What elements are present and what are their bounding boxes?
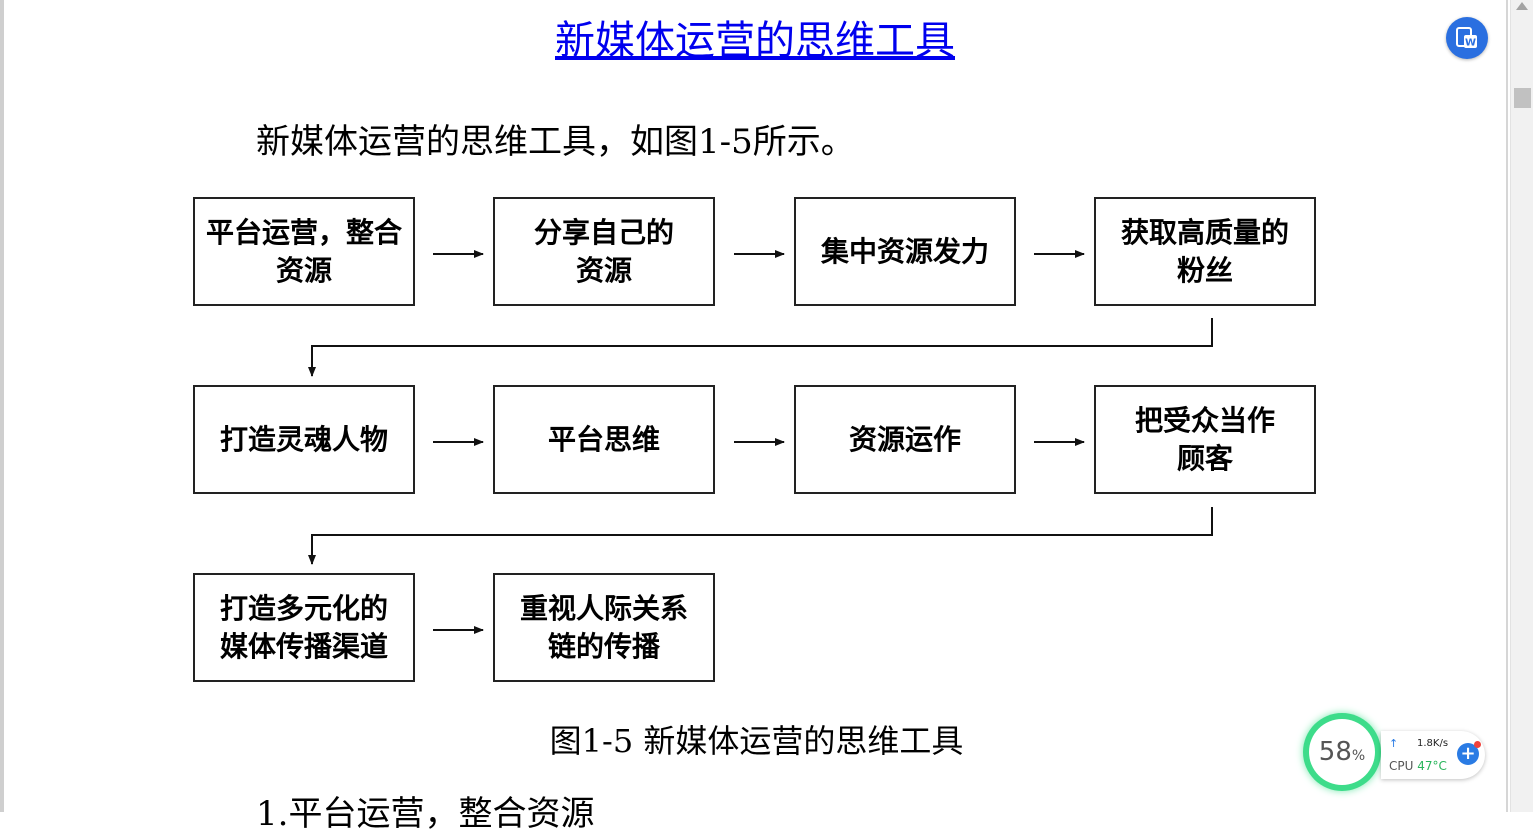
flow-box-6: 平台思维 bbox=[493, 385, 715, 494]
arrow-up-icon: ↑ bbox=[1389, 737, 1399, 750]
arrow-row2-to-row3 bbox=[308, 507, 1213, 565]
vertical-scrollbar[interactable] bbox=[1510, 0, 1533, 812]
page-left-border bbox=[0, 0, 4, 812]
memory-percent: 58 bbox=[1318, 737, 1352, 767]
flow-box-2: 分享自己的 资源 bbox=[493, 197, 715, 306]
cpu-label: CPU bbox=[1389, 759, 1414, 773]
flow-box-label: 打造多元化的 媒体传播渠道 bbox=[219, 591, 388, 663]
memory-usage-ring[interactable]: 58% bbox=[1303, 713, 1381, 791]
flow-box-8: 把受众当作 顾客 bbox=[1094, 385, 1316, 494]
monitor-panel: ↑ 1.8K/s CPU 47°C + bbox=[1381, 731, 1485, 779]
svg-text:W: W bbox=[1465, 38, 1476, 49]
cpu-temperature: 47°C bbox=[1417, 759, 1447, 773]
figure-caption: 图1-5 新媒体运营的思维工具 bbox=[549, 722, 964, 760]
scrollbar-thumb[interactable] bbox=[1514, 88, 1531, 108]
flow-box-5: 打造灵魂人物 bbox=[193, 385, 415, 494]
flow-box-10: 重视人际关系 链的传播 bbox=[493, 573, 715, 682]
cpu-readout: CPU 47°C bbox=[1389, 759, 1447, 773]
word-convert-button[interactable]: W bbox=[1446, 17, 1488, 59]
plus-icon[interactable]: + bbox=[1457, 743, 1479, 765]
flow-box-3: 集中资源发力 bbox=[794, 197, 1016, 306]
system-monitor-widget[interactable]: 58% ↑ 1.8K/s CPU 47°C + bbox=[1303, 713, 1489, 795]
flow-box-label: 平台运营，整合 资源 bbox=[205, 215, 402, 287]
flow-box-label: 重视人际关系 链的传播 bbox=[519, 591, 688, 663]
intro-paragraph: 新媒体运营的思维工具，如图1-5所示。 bbox=[256, 122, 855, 162]
memory-percent-unit: % bbox=[1351, 748, 1366, 764]
page-title-link[interactable]: 新媒体运营的思维工具 bbox=[555, 18, 955, 64]
section-heading: 1.平台运营，整合资源 bbox=[256, 794, 595, 834]
word-icon: W bbox=[1456, 27, 1477, 49]
page-right-border bbox=[1506, 0, 1508, 812]
flow-box-label: 资源运作 bbox=[848, 422, 961, 456]
flow-box-label: 分享自己的 资源 bbox=[533, 215, 674, 287]
flow-diagram-connectors bbox=[308, 250, 1213, 634]
network-speed: 1.8K/s bbox=[1417, 738, 1449, 749]
flow-box-label: 把受众当作 顾客 bbox=[1134, 403, 1275, 475]
flow-box-label: 平台思维 bbox=[547, 422, 660, 456]
flow-box-1: 平台运营，整合 资源 bbox=[193, 197, 415, 306]
flow-box-label: 集中资源发力 bbox=[820, 234, 989, 268]
flow-box-4: 获取高质量的 粉丝 bbox=[1094, 197, 1316, 306]
flow-box-label: 获取高质量的 粉丝 bbox=[1120, 215, 1289, 287]
flow-box-7: 资源运作 bbox=[794, 385, 1016, 494]
notification-dot bbox=[1474, 741, 1481, 748]
flow-box-label: 打造灵魂人物 bbox=[219, 422, 388, 456]
arrow-row1-to-row2 bbox=[308, 318, 1213, 377]
flow-box-9: 打造多元化的 媒体传播渠道 bbox=[193, 573, 415, 682]
scroll-up-arrow-icon[interactable] bbox=[1516, 2, 1528, 10]
